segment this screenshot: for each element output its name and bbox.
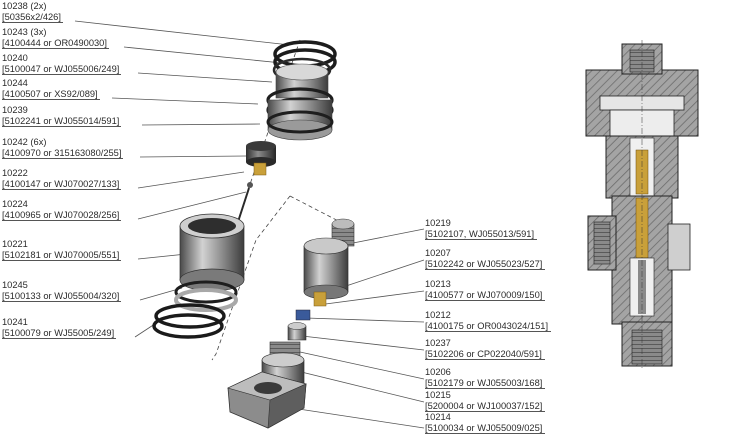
callout-10214: 10214 [5100034 or WJ055009/025] [425, 412, 546, 435]
part-number: 10245 [2, 280, 28, 290]
part-number: 10239 [2, 105, 28, 115]
alt-part-number: [5100034 or WJ055009/025] [425, 423, 546, 435]
alt-part-number: [5100079 or WJ55005/249] [2, 327, 117, 340]
alt-part-number: [5102181 or WJ070005/551] [2, 249, 122, 262]
callout-10207: 10207 [5102242 or WJ055023/527] [425, 248, 546, 271]
part-number: 10206 [425, 367, 451, 377]
cap-10219 [303, 218, 355, 307]
callout-10239: 10239 [5102241 or WJ055014/591] [2, 105, 122, 128]
part-number: 10219 [425, 218, 451, 228]
alt-part-number: [4100965 or WJ070028/256] [2, 209, 122, 222]
alt-part-number: [5102242 or WJ055023/527] [425, 259, 546, 271]
part-number: 10215 [425, 390, 451, 400]
callout-10219: 10219 [5102107, WJ055013/591] [425, 218, 538, 241]
part-number: 10240 [2, 53, 28, 63]
callout-10221: 10221 [5102181 or WJ070005/551] [2, 239, 122, 262]
alt-part-number: [4100444 or OR0490030] [2, 37, 109, 50]
alt-part-number: [4100970 or 315163080/255] [2, 147, 124, 160]
part-number: 10241 [2, 317, 28, 327]
top-seal-stack [266, 40, 337, 141]
alt-part-number: [4100577 or WJ070009/150] [425, 290, 546, 302]
part-number: 10221 [2, 239, 28, 249]
alt-part-number: [5100133 or WJ055004/320] [2, 290, 122, 303]
callout-10206: 10206 [5102179 or WJ055003/168] [425, 367, 546, 390]
callout-10245: 10245 [5100133 or WJ055004/320] [2, 280, 122, 303]
callout-10215: 10215 [5200004 or WJ100037/152] [425, 390, 546, 413]
part-number: 10213 [425, 279, 451, 289]
body-10221 [179, 213, 245, 292]
part-number: 10214 [425, 412, 451, 422]
part-number: 10212 [425, 310, 451, 320]
alt-part-number: [4100507 or XS92/089] [2, 88, 100, 101]
alt-part-number: [5100047 or WJ055006/249] [2, 63, 122, 76]
alt-part-number: [5102107, WJ055013/591] [425, 229, 538, 241]
callout-10213: 10213 [4100577 or WJ070009/150] [425, 279, 546, 302]
callout-10243: 10243 (3x) [4100444 or OR0490030] [2, 27, 109, 50]
callout-10242: 10242 (6x) [4100970 or 315163080/255] [2, 137, 124, 160]
alt-part-number: [5102206 or CP022040/591] [425, 349, 545, 361]
alt-part-number: [5102179 or WJ055003/168] [425, 378, 546, 390]
part-number: 10243 (3x) [2, 27, 47, 37]
alt-part-number: [5200004 or WJ100037/152] [425, 401, 546, 413]
callout-10240: 10240 [5100047 or WJ055006/249] [2, 53, 122, 76]
lower-body [227, 341, 307, 429]
part-number: 10244 [2, 78, 28, 88]
callout-10222: 10222 [4100147 or WJ070027/133] [2, 168, 122, 191]
part-number: 10224 [2, 199, 28, 209]
part-number: 10237 [425, 338, 451, 348]
alt-part-number: [4100147 or WJ070027/133] [2, 178, 122, 191]
part-number: 10207 [425, 248, 451, 258]
right-leader-lines [284, 228, 425, 429]
alt-part-number: [4100175 or OR0043024/151] [425, 321, 552, 333]
callout-10241: 10241 [5100079 or WJ55005/249] [2, 317, 117, 340]
seal-10242 [246, 141, 276, 176]
left-leader-lines [74, 20, 291, 338]
cross-section-view [585, 40, 699, 370]
part-number: 10242 (6x) [2, 137, 47, 147]
lower-rings [152, 280, 238, 339]
callout-10237: 10237 [5102206 or CP022040/591] [425, 338, 545, 361]
small-parts [287, 309, 311, 341]
alt-part-number: [50356x2/426] [2, 11, 63, 24]
callout-10212: 10212 [4100175 or OR0043024/151] [425, 310, 552, 333]
part-number: 10238 (2x) [2, 1, 47, 11]
part-number: 10222 [2, 168, 28, 178]
alt-part-number: [5102241 or WJ055014/591] [2, 115, 122, 128]
callout-10244: 10244 [4100507 or XS92/089] [2, 78, 100, 101]
callout-10238: 10238 (2x) [50356x2/426] [2, 1, 63, 24]
callout-10224: 10224 [4100965 or WJ070028/256] [2, 199, 122, 222]
